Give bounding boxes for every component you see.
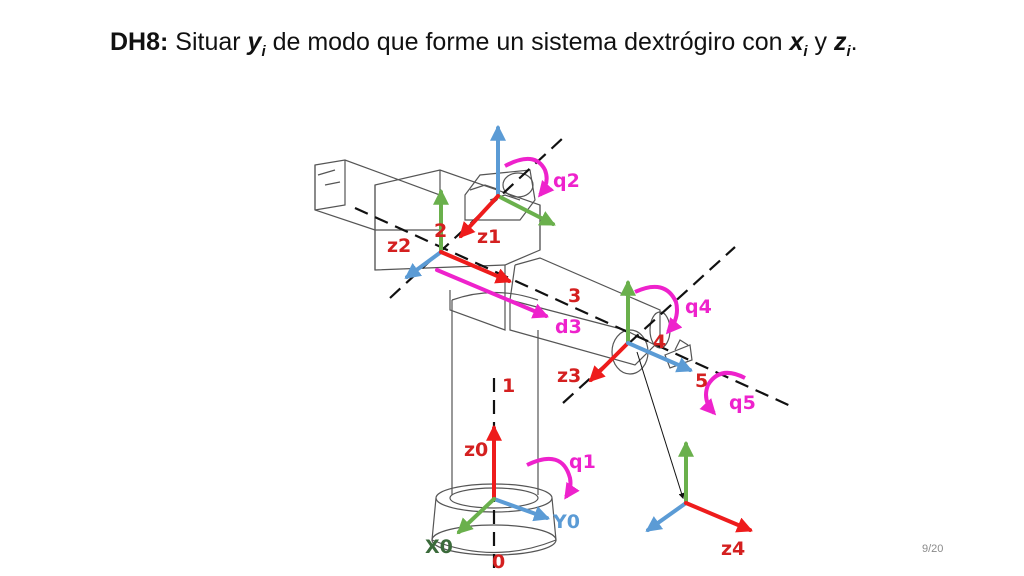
frame-tool-blue-arrow (645, 501, 688, 532)
y0-axis-arrow (492, 497, 551, 522)
page-number: 9/20 (922, 543, 944, 555)
frame-1 (458, 124, 556, 239)
label-zero: 0 (492, 551, 505, 573)
frame1-green-arrow (496, 194, 556, 226)
q5-rotation-arrow (699, 370, 746, 416)
title-end: . (850, 28, 858, 56)
title-var-y: y (247, 28, 262, 56)
robot-drawing (314, 159, 693, 556)
label-d3: d3 (555, 316, 582, 338)
label-z2: z2 (387, 235, 411, 257)
label-z0: z0 (464, 439, 488, 461)
frame-0 (456, 424, 551, 535)
diagram-labels: q2 z1 2 z2 3 q4 d3 4 z3 1 5 q5 z0 q1 Y0 … (387, 170, 756, 573)
label-three: 3 (568, 285, 581, 307)
label-z3: z3 (557, 365, 581, 387)
label-q5: q5 (729, 392, 756, 414)
label-five: 5 (695, 370, 708, 392)
label-z4: z4 (721, 538, 745, 560)
label-two: 2 (434, 220, 447, 242)
title-text-3: y (807, 28, 834, 56)
title-prefix: DH8: (110, 28, 169, 56)
frame-2 (404, 188, 512, 284)
axis-joint-4 (562, 246, 736, 404)
frame3-blue-arrow (626, 341, 693, 373)
slide-title: DH8: Situar yi de modo que forme un sist… (110, 28, 858, 60)
title-sub-x: i (803, 43, 808, 60)
label-one: 1 (502, 375, 515, 397)
label-q2: q2 (553, 170, 580, 192)
label-q4: q4 (685, 296, 712, 318)
robot-base-side (431, 497, 557, 554)
q2-rotation-arrow (504, 157, 555, 198)
d3-translation-arrow (435, 268, 549, 319)
robot-forearm (509, 299, 657, 366)
label-z1: z1 (477, 226, 501, 248)
q1-rotation-arrow (526, 456, 580, 500)
frame-3 (588, 279, 693, 383)
label-four: 4 (653, 331, 666, 353)
title-sub-z: i (846, 43, 851, 60)
joint-axes (354, 137, 796, 572)
z3-axis-arrow (588, 341, 630, 383)
title-var-z: z (834, 28, 847, 56)
z1-axis-arrow (458, 194, 500, 239)
frame2-blue-arrow (404, 250, 443, 279)
label-Y0: Y0 (552, 511, 580, 533)
label-X0: X0 (425, 536, 453, 558)
frame-tool (645, 440, 753, 533)
x0-axis-arrow (456, 497, 496, 535)
robot-column (451, 300, 539, 495)
title-text-1: Situar (168, 28, 248, 56)
tool-pointer-line (636, 351, 685, 500)
q4-rotation-arrow (634, 284, 683, 335)
label-q1: q1 (569, 451, 596, 473)
title-var-x: x (789, 28, 804, 56)
frame2-red-arrow (439, 250, 512, 284)
title-sub-y: i (261, 43, 266, 60)
z4-axis-arrow (684, 501, 753, 533)
robot-top-joint (464, 169, 536, 221)
title-text-2: de modo que forme un sistema dextrógiro … (265, 28, 790, 56)
